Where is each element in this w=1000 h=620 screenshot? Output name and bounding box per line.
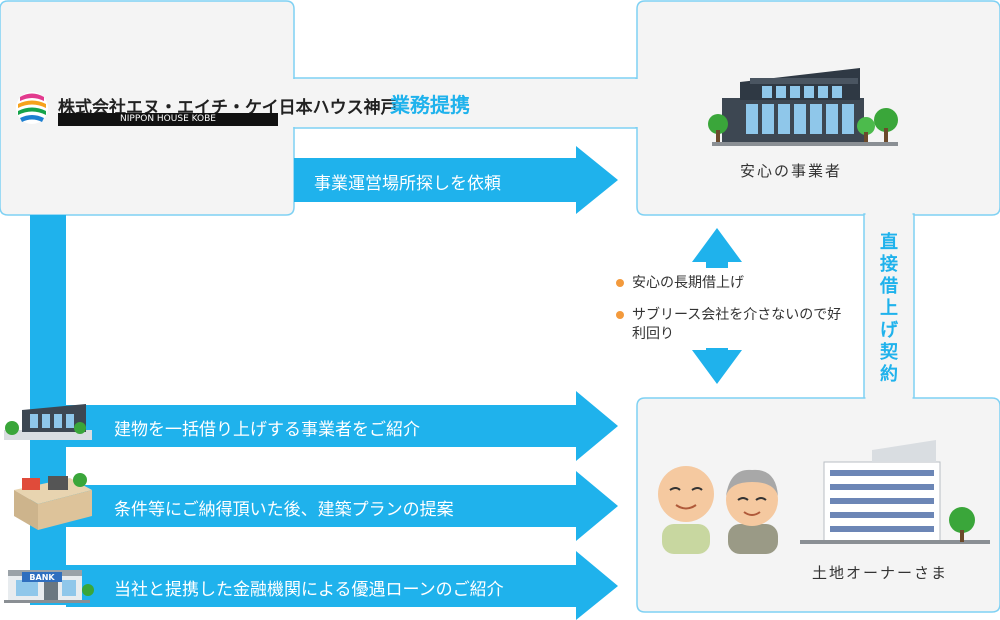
bullet-dot-icon: [616, 279, 624, 287]
bank-building-icon: [4, 570, 94, 603]
office-desk-icon: [14, 473, 92, 530]
request-arrow: [294, 146, 618, 214]
bank-sign-text: BANK: [29, 573, 55, 582]
office-building-icon: [708, 68, 898, 146]
request-label: 事業運営場所探しを依頼: [314, 174, 501, 194]
service-label-2: 条件等にご納得頂いた後、建築プランの提案: [114, 500, 454, 520]
benefit-text: サブリース会社を介さないので好利回り: [632, 307, 842, 342]
service-arrow-2: [66, 471, 618, 541]
elderly-couple-illustration: [658, 466, 778, 554]
service-label-1: 建物を一括借り上げする事業者をご紹介: [114, 420, 420, 440]
operator-title: 安心の事業者: [740, 162, 843, 180]
apartment-building-icon: [800, 440, 990, 544]
small-office-icon: [4, 404, 92, 440]
benefit-text: 安心の長期借上げ: [632, 275, 744, 291]
bullet-dot-icon: [616, 311, 624, 319]
service-label-3: 当社と提携した金融機関による優遇ローンのご紹介: [114, 580, 504, 600]
service-arrow-1: [66, 391, 618, 461]
owner-title: 土地オーナーさま: [812, 564, 949, 582]
company-box: [0, 0, 295, 216]
company-logo-mark: [16, 92, 48, 124]
service-arrow-3: [66, 551, 618, 620]
benefit-item: 安心の長期借上げ: [616, 274, 832, 293]
company-name-en: NIPPON HOUSE KOBE: [58, 113, 278, 126]
partnership-label: 業務提携: [390, 93, 470, 117]
benefit-item: サブリース会社を介さないので好利回り: [616, 306, 844, 344]
lease-contract-label: 直接借上げ契約: [880, 232, 898, 385]
